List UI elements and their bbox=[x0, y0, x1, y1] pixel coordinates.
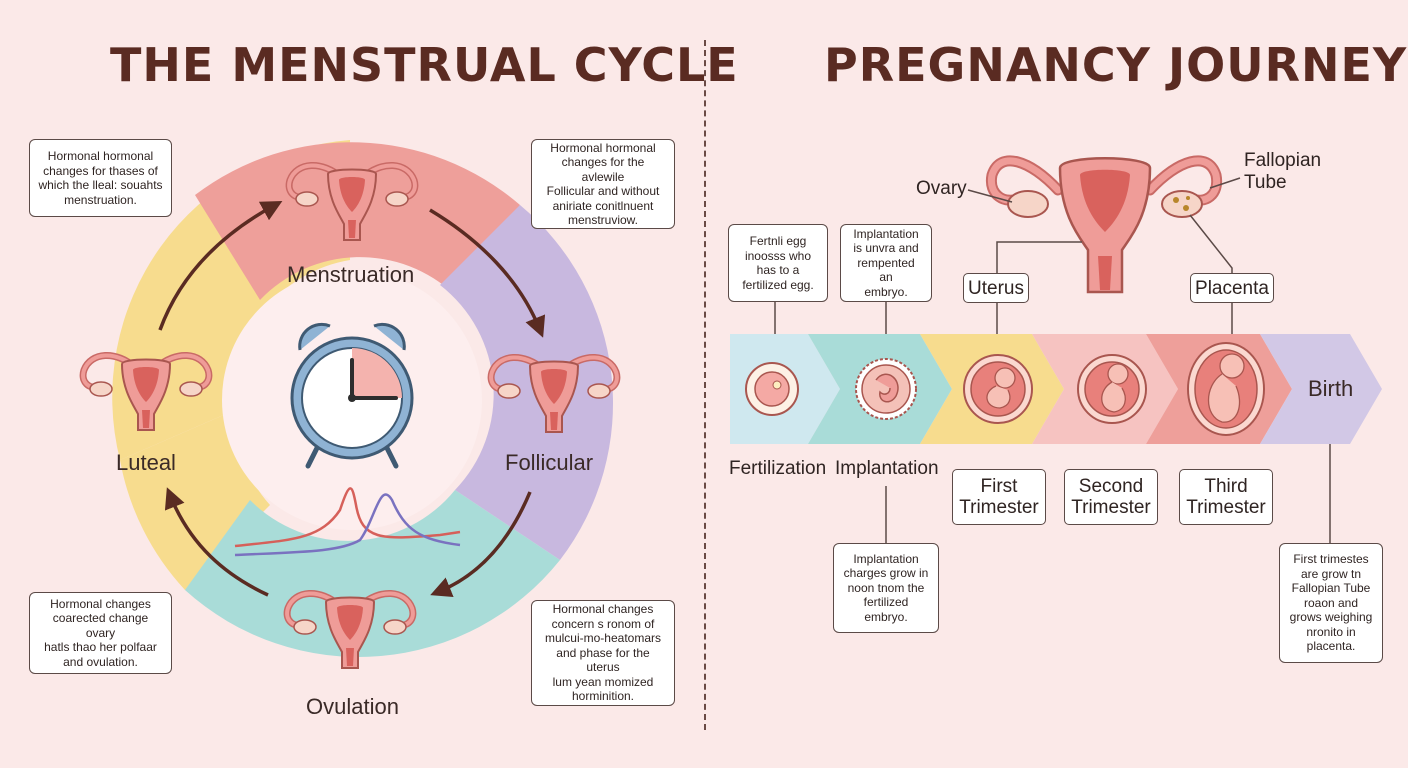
note-top-right: Hormonal hormonal changes for the avlewi… bbox=[531, 139, 675, 229]
luteal-segment-lower bbox=[120, 410, 270, 590]
large-uterus-icon bbox=[985, 155, 1223, 294]
note-implantation-top: Implantation is unvra and rempented an e… bbox=[840, 224, 932, 302]
section-divider bbox=[704, 40, 706, 730]
alarm-clock-icon bbox=[290, 322, 414, 469]
stage-birth: Birth bbox=[1308, 376, 1354, 401]
egg-cell-icon bbox=[745, 362, 799, 416]
chevron-birth bbox=[1260, 334, 1382, 444]
tag-placenta: Placenta bbox=[1190, 273, 1274, 303]
note-birth: First trimestes are grow tn Fallopian Tu… bbox=[1279, 543, 1383, 663]
note-bottom-right: Hormonal changes concern s ronom of mulc… bbox=[531, 600, 675, 706]
phase-label-ovulation: Ovulation bbox=[306, 694, 399, 719]
label-fallopian-tube: Fallopian Tube bbox=[1244, 150, 1322, 193]
stage-first-trimester: First Trimester bbox=[952, 469, 1046, 525]
follicular-segment bbox=[440, 205, 614, 560]
note-bottom-left: Hormonal changes coarected change ovary … bbox=[29, 592, 172, 674]
stage-implantation: Implantation bbox=[835, 458, 939, 479]
phase-label-menstruation: Menstruation bbox=[287, 262, 415, 287]
phase-label-luteal: Luteal bbox=[116, 450, 176, 475]
fetus-icon bbox=[1187, 342, 1265, 436]
pregnancy-journey-title: PREGNANCY JOURNEY bbox=[824, 38, 1408, 92]
phase-label-follicular: Follicular bbox=[505, 450, 594, 475]
stage-third-trimester: Third Trimester bbox=[1179, 469, 1273, 525]
stage-fertilization: Fertilization bbox=[729, 458, 827, 479]
note-top-left: Hormonal hormonal changes for thases of … bbox=[29, 139, 172, 217]
ovulation-segment bbox=[185, 490, 560, 657]
embryo-icon bbox=[855, 358, 917, 420]
fetus-icon bbox=[1077, 354, 1147, 424]
cycle-arrow-icon bbox=[158, 200, 546, 597]
tag-uterus: Uterus bbox=[963, 273, 1029, 303]
stage-second-trimester: Second Trimester bbox=[1064, 469, 1158, 525]
hormone-curve-icon bbox=[234, 487, 461, 557]
note-fertilization: Fertnli egg inoosss who has to a fertili… bbox=[728, 224, 828, 302]
menstrual-cycle-title: THE MENSTRUAL CYCLE bbox=[110, 38, 739, 92]
label-ovary: Ovary bbox=[916, 178, 967, 199]
note-implantation-bottom: Implantation charges grow in noon tnom t… bbox=[833, 543, 939, 633]
journey-chevrons bbox=[730, 334, 1382, 444]
fetus-icon bbox=[963, 354, 1033, 424]
